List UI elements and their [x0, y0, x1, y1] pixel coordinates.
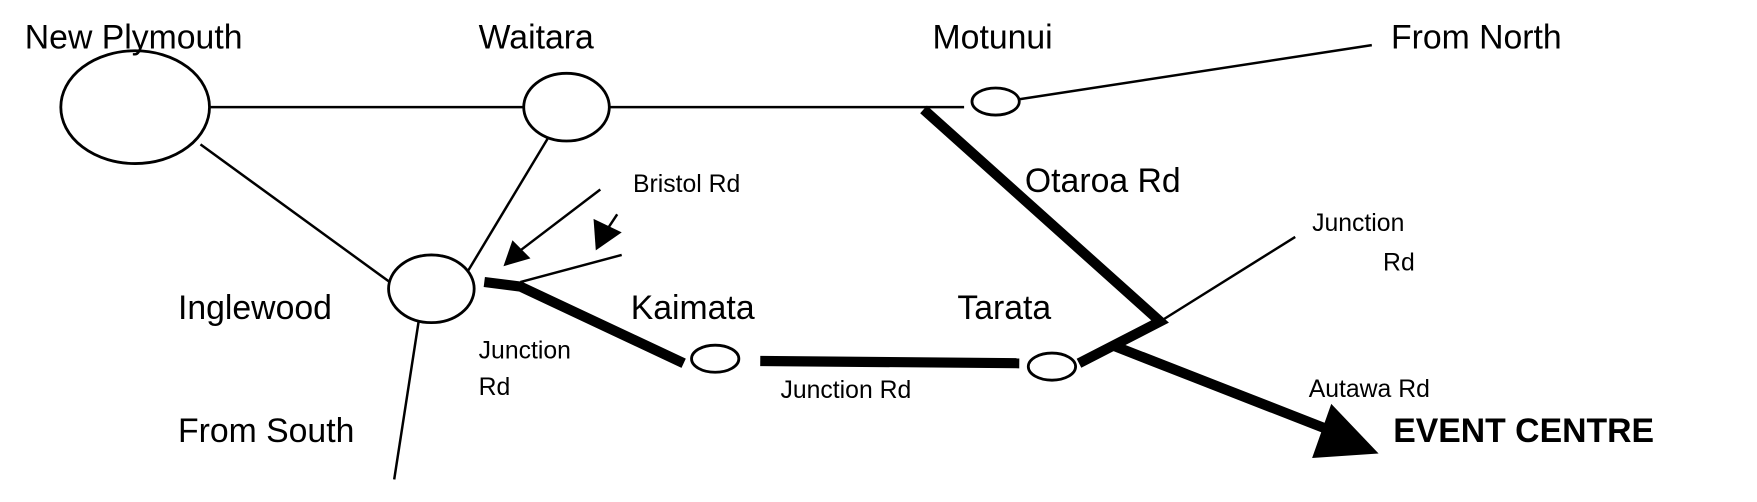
road-waitara-inglewood: [462, 134, 551, 279]
road-bristol: [520, 253, 623, 284]
destination-arrow-icon: [1312, 403, 1379, 459]
label-new-plymouth: New Plymouth: [25, 18, 243, 56]
label-junction-rd-left-1: Junction: [479, 338, 571, 365]
label-tarata: Tarata: [957, 289, 1051, 327]
town-waitara: [522, 71, 611, 143]
label-junction-rd-left-2: Rd: [479, 374, 511, 401]
town-new-plymouth: [59, 49, 211, 165]
town-tarata: [1026, 351, 1078, 382]
label-kaimata: Kaimata: [631, 289, 755, 327]
road-from-north: [1019, 43, 1372, 101]
route-junction-rd: [760, 355, 1020, 369]
route-otaroa-rd: [920, 105, 1169, 368]
label-event-centre: EVENT CENTRE: [1393, 412, 1654, 450]
label-junction-rd-right-1: Junction: [1312, 210, 1404, 237]
arrow-icon: [593, 218, 622, 251]
label-junction-rd-right-2: Rd: [1383, 250, 1415, 277]
label-autawa-rd: Autawa Rd: [1309, 376, 1430, 403]
label-from-south: From South: [178, 412, 354, 450]
town-kaimata: [690, 343, 741, 374]
road-junction-north: [1159, 235, 1296, 323]
label-bristol-rd: Bristol Rd: [633, 171, 740, 198]
arrow-icon: [503, 240, 531, 267]
label-motunui: Motunui: [933, 18, 1053, 56]
label-from-north: From North: [1391, 18, 1562, 56]
route-junction-rd-west: [483, 276, 686, 368]
road-from-south: [392, 319, 421, 480]
label-inglewood: Inglewood: [178, 289, 332, 327]
road-newplymouth-inglewood: [199, 143, 391, 284]
label-otaroa-rd: Otaroa Rd: [1025, 162, 1181, 200]
route-autawa-rd: [1113, 341, 1343, 440]
town-motunui: [970, 86, 1021, 117]
bristol-arrow-1-shaft: [519, 188, 602, 252]
label-junction-rd-mid: Junction Rd: [781, 377, 912, 404]
town-inglewood: [387, 253, 476, 325]
label-waitara: Waitara: [479, 18, 594, 56]
